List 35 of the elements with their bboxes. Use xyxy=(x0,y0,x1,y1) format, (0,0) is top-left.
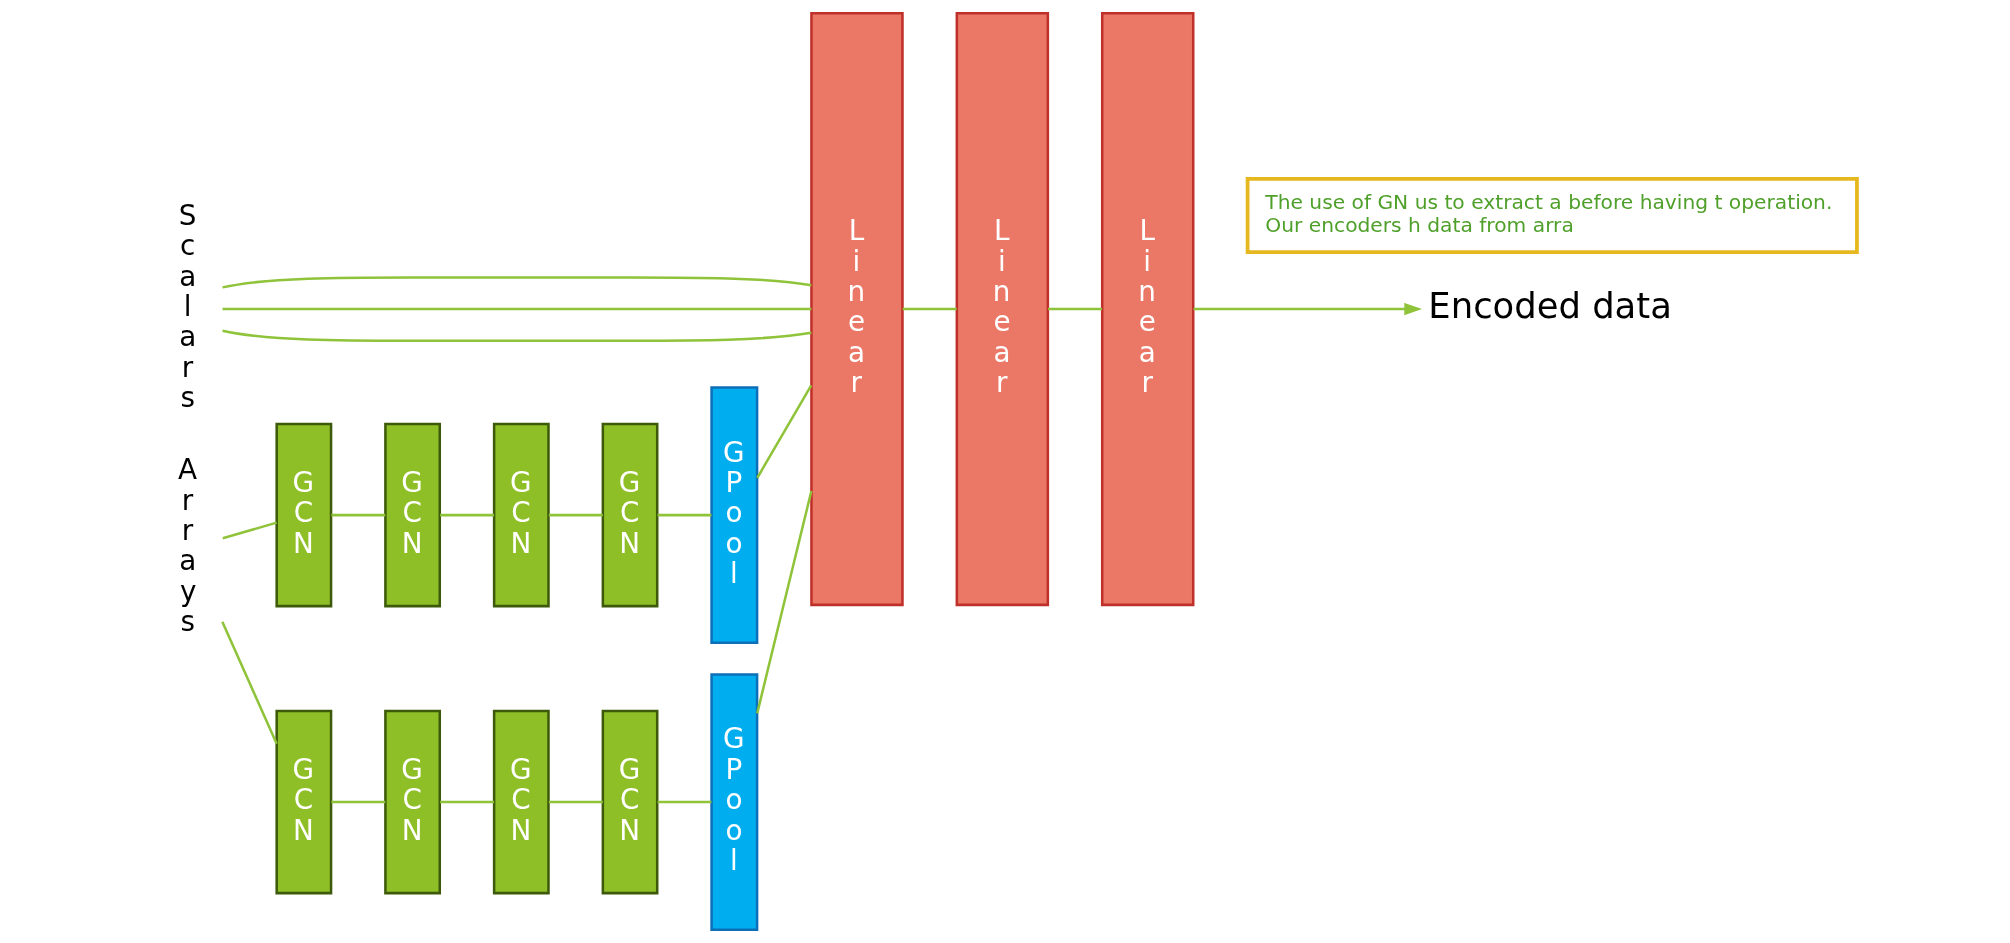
connector xyxy=(330,513,385,517)
node-box: GPool xyxy=(709,673,758,932)
node-box: GCN xyxy=(383,422,441,608)
node-box: Linear xyxy=(809,11,904,607)
node-text: Scalars xyxy=(178,199,196,415)
connector xyxy=(220,621,278,745)
connector xyxy=(1047,307,1102,311)
connector xyxy=(902,307,957,311)
connector xyxy=(439,800,494,804)
node-box: GCN xyxy=(492,709,550,895)
connector xyxy=(548,513,603,517)
node-box: GCN xyxy=(274,709,332,895)
arrow xyxy=(1193,302,1422,316)
connector xyxy=(330,800,385,804)
node-box: The use of GN us to extract a before having t operation. Our encoders h data from arra xyxy=(1245,176,1859,255)
node-box: Linear xyxy=(955,11,1049,607)
connector xyxy=(755,490,813,714)
node-box: Linear xyxy=(1100,11,1194,607)
connector xyxy=(221,521,277,540)
node-box: GCN xyxy=(383,709,441,895)
node-box: GCN xyxy=(492,422,550,608)
connector xyxy=(221,276,812,289)
node-box: GCN xyxy=(601,709,658,895)
node-text: Arrays xyxy=(177,453,197,638)
connector xyxy=(657,513,711,517)
node-box: GPool xyxy=(709,386,758,645)
connector xyxy=(221,329,812,342)
node-box: GCN xyxy=(274,422,332,608)
connector xyxy=(439,513,494,517)
connector xyxy=(222,307,811,311)
connector xyxy=(657,800,711,804)
node-box: GCN xyxy=(601,422,658,608)
connector xyxy=(548,800,603,804)
node-text: Encoded data xyxy=(1427,284,1672,326)
connector xyxy=(755,384,812,479)
